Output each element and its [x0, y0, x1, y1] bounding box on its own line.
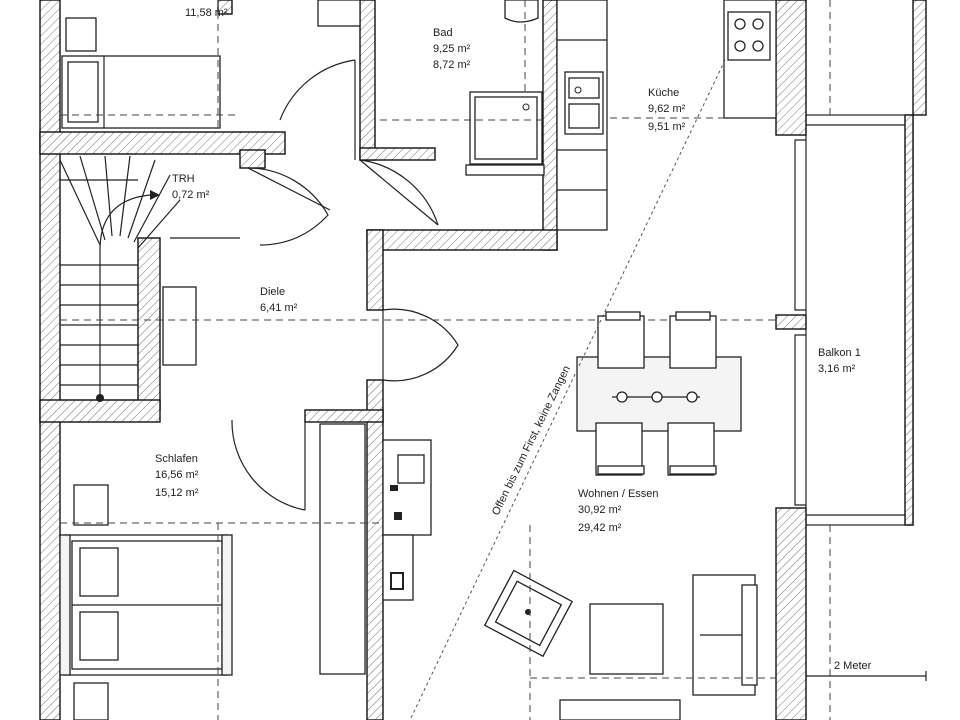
wall-diele-right-lower — [366, 379, 384, 720]
furniture-topleft — [60, 0, 361, 132]
shelf-unit — [382, 439, 432, 601]
room-name-diele: Diele — [260, 286, 285, 298]
room-area-wohnen-2: 29,42 m² — [578, 522, 622, 534]
door-schlafen — [231, 419, 306, 511]
open-ceiling-zone — [409, 59, 726, 720]
door-wohnen — [382, 308, 459, 382]
armchair — [483, 569, 573, 658]
right-wall-far-top — [912, 0, 927, 116]
dining-chair — [667, 422, 717, 476]
burner-icon — [734, 18, 746, 30]
dining-chair — [595, 422, 645, 476]
room-area-topleft: 11,58 m² — [185, 7, 228, 19]
scale-bar-label: 2 Meter — [834, 660, 872, 672]
desk-lamp-icon — [397, 454, 425, 484]
coffee-table — [589, 603, 664, 675]
wall-bath-bottom-left — [359, 147, 436, 161]
bedroom-furniture — [59, 423, 380, 720]
wall-stair-right — [137, 237, 161, 411]
wall-hall-top-left — [39, 131, 286, 155]
left-outer-wall — [39, 0, 61, 720]
burner-icon — [734, 40, 746, 52]
wall-kitchen-bath — [366, 229, 558, 251]
room-name-wohnen: Wohnen / Essen — [578, 488, 659, 500]
room-name-bad: Bad — [433, 27, 453, 39]
washbasin — [504, 0, 539, 23]
wall-diele-right-upper — [366, 229, 384, 311]
room-area-bad-2: 8,72 m² — [433, 59, 471, 71]
room-name-balkon: Balkon 1 — [818, 347, 861, 359]
stair-start-dot — [96, 394, 104, 402]
room-name-trh: TRH — [172, 173, 195, 185]
right-outer-wall-mid — [775, 314, 807, 330]
wall-bath-right — [542, 0, 558, 251]
room-name-schlafen: Schlafen — [155, 453, 198, 465]
open-ceiling-annotation: Offen bis zum First, keine Zangen — [490, 364, 573, 517]
diele-fixtures — [60, 286, 776, 366]
balcony — [794, 0, 914, 720]
room-area-bad-1: 9,25 m² — [433, 43, 471, 55]
right-outer-wall-upper — [775, 0, 807, 136]
right-outer-wall-lower — [775, 507, 807, 720]
nightstand — [73, 682, 109, 720]
pendant-lamp-icon — [651, 391, 663, 403]
room-area-kueche-1: 9,62 m² — [648, 103, 686, 115]
wardrobe-diele — [162, 286, 197, 366]
stair-direction-arrow-icon — [150, 190, 160, 200]
pendant-lamp-icon — [686, 391, 698, 403]
scale-bar — [805, 671, 927, 681]
room-area-schlafen-2: 15,12 m² — [155, 487, 199, 499]
doors — [231, 59, 459, 511]
nightstand — [65, 17, 97, 52]
room-area-kueche-2: 9,51 m² — [648, 121, 686, 133]
walls — [39, 0, 927, 720]
door-trh — [247, 167, 331, 246]
pendant-lamp-icon — [616, 391, 628, 403]
wall-hall-top-right — [359, 0, 376, 161]
kitchen-fixtures — [556, 0, 777, 231]
wall-trh-right — [239, 149, 266, 169]
bath-fixtures — [380, 0, 545, 176]
room-area-balkon: 3,16 m² — [818, 363, 856, 375]
nightstand — [73, 484, 109, 526]
room-name-kueche: Küche — [648, 87, 679, 99]
living-dining-furniture — [483, 311, 776, 720]
desk — [317, 0, 361, 27]
door-bath — [359, 159, 439, 226]
sofa-bottom — [559, 699, 681, 720]
wall-stair-bottom — [39, 399, 161, 423]
wall-diele-bottom — [304, 409, 384, 423]
room-area-wohnen-1: 30,92 m² — [578, 504, 622, 516]
sofa — [692, 574, 758, 696]
room-area-trh: 0,72 m² — [172, 189, 210, 201]
burner-icon — [752, 18, 764, 30]
room-area-schlafen-1: 16,56 m² — [155, 469, 199, 481]
room-area-diele: 6,41 m² — [260, 302, 298, 314]
dining-chair — [669, 311, 717, 369]
door-topleft-room — [279, 59, 356, 160]
dining-chair — [597, 311, 645, 369]
burner-icon — [752, 40, 764, 52]
staircase — [59, 155, 240, 402]
wardrobe-bedroom — [319, 423, 366, 675]
